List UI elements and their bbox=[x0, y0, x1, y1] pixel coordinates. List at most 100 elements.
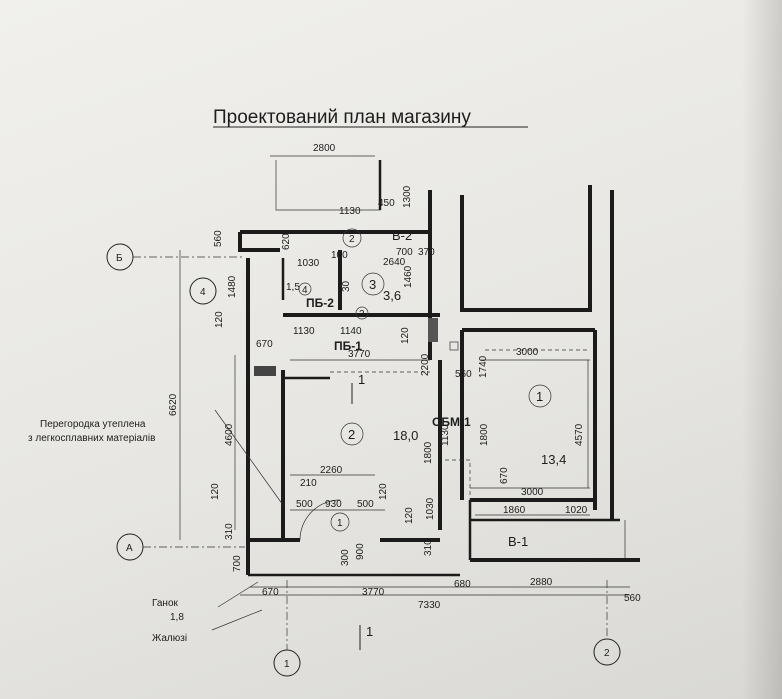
dim-310-a: 310 bbox=[224, 523, 235, 540]
room3-small-num: 3 bbox=[359, 309, 365, 320]
dim-1020: 1020 bbox=[565, 505, 588, 516]
axis-circle-2 bbox=[593, 638, 621, 666]
dim-1300: 1300 bbox=[402, 185, 413, 208]
dim-1140: 1140 bbox=[340, 326, 362, 337]
dimension-texts: 2800 1130 450 1300 560 620 700 370 100 2… bbox=[168, 143, 641, 611]
paper-shadow bbox=[742, 0, 782, 699]
partition-note-line1: Перегородка утеплена bbox=[40, 419, 146, 430]
dim-120-c: 120 bbox=[378, 483, 389, 500]
dim-120-b: 120 bbox=[210, 483, 221, 500]
dim-2200: 2200 bbox=[420, 353, 431, 376]
dim-210: 210 bbox=[300, 478, 317, 489]
dim-1030-b: 1030 bbox=[425, 497, 436, 520]
dim-370: 370 bbox=[418, 247, 435, 258]
label-obm1: ОБМ-1 bbox=[432, 415, 471, 429]
dim-1130-v: 1130 bbox=[440, 424, 451, 446]
label-v1: В-1 bbox=[508, 534, 528, 549]
label-pb1: ПБ-1 bbox=[334, 339, 362, 353]
room3-area: 3,6 bbox=[383, 288, 401, 303]
dim-2800: 2800 bbox=[313, 143, 336, 154]
dim-1030-top: 1030 bbox=[297, 258, 320, 269]
small-square bbox=[449, 341, 459, 351]
blinds-leader bbox=[211, 609, 263, 631]
dim-620: 620 bbox=[281, 233, 292, 250]
axis-label-1: 1 bbox=[284, 659, 290, 670]
door-swing bbox=[299, 499, 341, 541]
element-labels: ПБ-2 ПБ-1 ОБМ-1 В-2 В-1 Перегородка утеп… bbox=[28, 228, 528, 644]
dim-30: 30 bbox=[341, 280, 352, 292]
room1-area: 13,4 bbox=[541, 452, 566, 467]
partition-leader bbox=[214, 409, 284, 506]
dim-700-b: 700 bbox=[232, 555, 243, 572]
dim-120-mid: 120 bbox=[400, 327, 411, 344]
section-marks: 1 1 bbox=[351, 372, 373, 650]
room2-area: 18,0 bbox=[393, 428, 418, 443]
room1-num: 1 bbox=[536, 389, 543, 404]
label-v2: В-2 bbox=[392, 228, 412, 243]
hatch-block-left bbox=[254, 366, 276, 376]
axis-label-a: А bbox=[126, 543, 133, 554]
entry-num: 1 bbox=[337, 518, 343, 529]
dim-4600: 4600 bbox=[224, 423, 235, 446]
room2-top-circle bbox=[342, 228, 362, 248]
dim-1800-b: 1800 bbox=[423, 441, 434, 464]
section-mark-label: 1 bbox=[358, 372, 365, 387]
axis-markers: Б А 1 2 4 bbox=[106, 243, 621, 677]
dim-450: 450 bbox=[378, 198, 395, 209]
hatch-block-right bbox=[428, 318, 438, 342]
room3-num: 3 bbox=[369, 277, 376, 292]
room-markers: 2 3 3,6 4 1,5 3 2 18,0 1 13,4 1 bbox=[286, 228, 566, 532]
dim-2260: 2260 bbox=[320, 465, 343, 476]
dim-670-bottom: 670 bbox=[262, 587, 279, 598]
entry-circle bbox=[330, 512, 350, 532]
dim-560-bottom: 560 bbox=[624, 593, 641, 604]
room1-circle bbox=[528, 384, 552, 408]
axis-circle-4 bbox=[189, 277, 217, 305]
dim-500-b: 500 bbox=[357, 499, 374, 510]
dim-4570: 4570 bbox=[574, 423, 585, 446]
porch-leader bbox=[217, 581, 259, 608]
room3-circle bbox=[361, 272, 385, 296]
room3-small-circle bbox=[355, 306, 369, 320]
dim-560-mid: 560 bbox=[455, 369, 472, 380]
dim-100: 100 bbox=[331, 250, 348, 261]
dim-2640: 2640 bbox=[383, 257, 406, 268]
porch-label: Ганок bbox=[152, 598, 178, 609]
walls bbox=[238, 160, 640, 577]
top-left-wall bbox=[238, 232, 280, 252]
plan-title: Проектований план магазину bbox=[213, 107, 471, 128]
dim-1800-a: 1800 bbox=[479, 423, 490, 446]
dim-300: 300 bbox=[340, 549, 351, 566]
axis-label-b: Б bbox=[116, 253, 123, 264]
dim-7330: 7330 bbox=[418, 600, 441, 611]
dim-120-d: 120 bbox=[404, 507, 415, 524]
room2-num: 2 bbox=[348, 427, 355, 442]
room2-circle bbox=[340, 422, 364, 446]
adjacent-building bbox=[460, 185, 592, 312]
blinds-label: Жалюзі bbox=[152, 633, 187, 644]
dim-310-b: 310 bbox=[423, 539, 434, 556]
dim-500-a: 500 bbox=[296, 499, 313, 510]
axis-label-4: 4 bbox=[200, 287, 206, 298]
dim-560-left: 560 bbox=[213, 230, 224, 247]
dim-1740: 1740 bbox=[478, 355, 489, 378]
dim-2880: 2880 bbox=[530, 577, 553, 588]
room4-num: 4 bbox=[302, 285, 308, 296]
room2-top-num: 2 bbox=[349, 234, 355, 245]
axis-label-2: 2 bbox=[604, 648, 610, 659]
dim-6620: 6620 bbox=[168, 393, 179, 416]
dim-930: 930 bbox=[325, 499, 342, 510]
dim-670-right: 670 bbox=[499, 467, 510, 484]
dim-3770-top: 3770 bbox=[348, 349, 371, 360]
dim-700: 700 bbox=[396, 247, 413, 258]
dim-670-left: 670 bbox=[256, 339, 273, 350]
dim-3770-bottom: 3770 bbox=[362, 587, 385, 598]
upper-frame bbox=[275, 160, 381, 211]
dim-1480: 1480 bbox=[227, 275, 238, 298]
room4-circle bbox=[298, 282, 312, 296]
dim-1130-mid: 1130 bbox=[293, 326, 315, 337]
label-pb2: ПБ-2 bbox=[306, 296, 334, 310]
dim-1460: 1460 bbox=[403, 265, 414, 288]
